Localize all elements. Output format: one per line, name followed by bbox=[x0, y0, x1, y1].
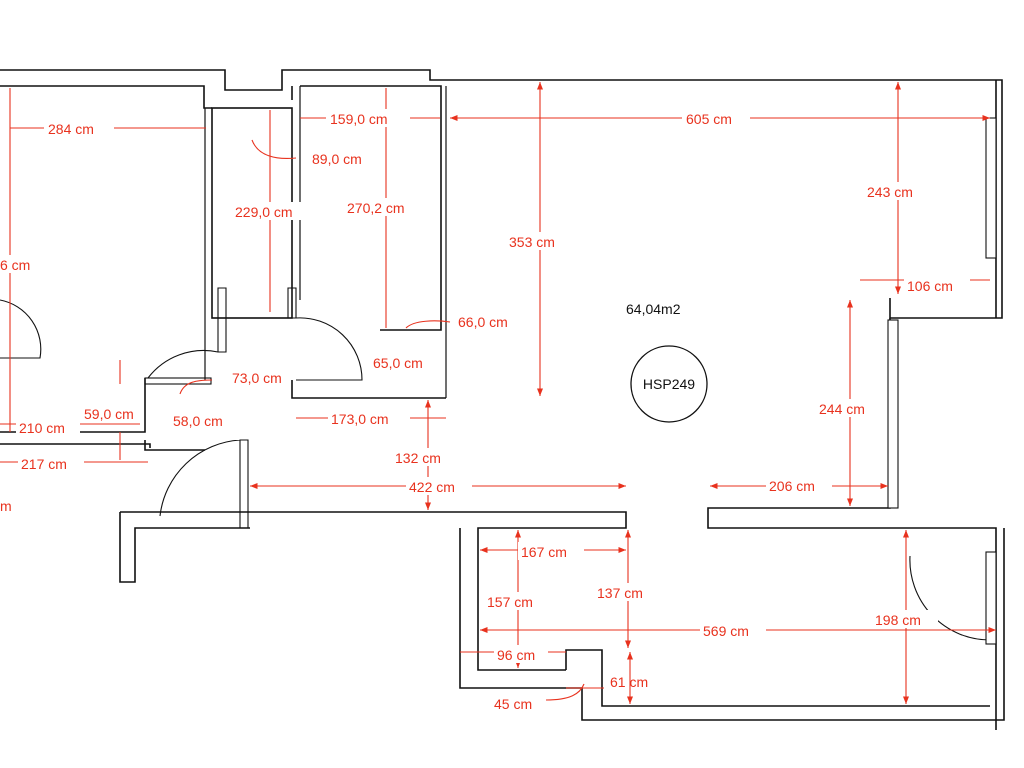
dim-244: 244 cm bbox=[819, 401, 865, 417]
dim-73: 73,0 cm bbox=[232, 370, 282, 386]
dim-422: 422 cm bbox=[409, 479, 455, 495]
hall-lower-wall bbox=[144, 440, 205, 451]
window-bottom-room bbox=[985, 551, 997, 645]
room-code-circle bbox=[630, 345, 708, 423]
left-room-bottom-wall-2 bbox=[0, 443, 151, 448]
dim-243: 243 cm bbox=[867, 184, 913, 200]
dim-270: 270,2 cm bbox=[347, 200, 405, 216]
dim-198: 198 cm bbox=[875, 612, 921, 628]
dim-6: 6 cm bbox=[0, 257, 30, 273]
window-living-mid bbox=[887, 319, 899, 509]
area-label: 64,04m2 bbox=[626, 301, 681, 317]
dim-605: 605 cm bbox=[686, 111, 732, 127]
dim-173: 173,0 cm bbox=[331, 411, 389, 427]
dim-58: 58,0 cm bbox=[173, 413, 223, 429]
dim-284: 284 cm bbox=[48, 121, 94, 137]
window-living-top bbox=[985, 117, 997, 259]
dim-m: m bbox=[0, 498, 12, 514]
dim-353: 353 cm bbox=[509, 234, 555, 250]
inner-wall-top bbox=[0, 85, 212, 109]
dim-210: 210 cm bbox=[19, 420, 65, 436]
bottom-room-wall bbox=[459, 528, 1005, 721]
dimension-lines bbox=[0, 82, 996, 704]
dim-217: 217 cm bbox=[21, 456, 67, 472]
dim-66: 66,0 cm bbox=[458, 314, 508, 330]
bathroom-2-walls bbox=[300, 85, 442, 331]
dim-61: 61 cm bbox=[610, 674, 648, 690]
dim-137: 137 cm bbox=[597, 585, 643, 601]
door-bathroom-2[interactable] bbox=[287, 287, 363, 381]
outer-wall-top bbox=[0, 69, 1003, 319]
windows bbox=[887, 117, 997, 645]
dim-96: 96 cm bbox=[497, 647, 535, 663]
dim-206: 206 cm bbox=[769, 478, 815, 494]
dim-59: 59,0 cm bbox=[84, 406, 134, 422]
living-right-lower-wall bbox=[707, 318, 997, 730]
hall-threshold bbox=[144, 377, 212, 385]
door-left-room[interactable] bbox=[0, 299, 42, 359]
dim-569: 569 cm bbox=[703, 623, 749, 639]
dim-65: 65,0 cm bbox=[373, 355, 423, 371]
bottom-room-inner bbox=[565, 649, 990, 707]
dim-45: 45 cm bbox=[494, 696, 532, 712]
room-code: HSP249 bbox=[643, 376, 695, 392]
corridor-lower-wall bbox=[120, 511, 627, 671]
dim-159: 159,0 cm bbox=[330, 111, 388, 127]
dim-229: 229,0 cm bbox=[235, 204, 293, 220]
door-bathroom-1[interactable] bbox=[147, 287, 227, 379]
dim-106: 106 cm bbox=[907, 278, 953, 294]
dim-157: 157 cm bbox=[487, 594, 533, 610]
dimension-labels: 284 cm 159,0 cm 605 cm 89,0 cm 229,0 cm … bbox=[0, 109, 970, 712]
corridor-outer-wall bbox=[119, 512, 250, 583]
dim-89: 89,0 cm bbox=[312, 151, 362, 167]
dim-167: 167 cm bbox=[521, 544, 567, 560]
doors bbox=[0, 287, 991, 641]
bathroom-2-bottom bbox=[291, 380, 446, 399]
dim-132: 132 cm bbox=[395, 450, 441, 466]
door-entry[interactable] bbox=[159, 439, 249, 529]
